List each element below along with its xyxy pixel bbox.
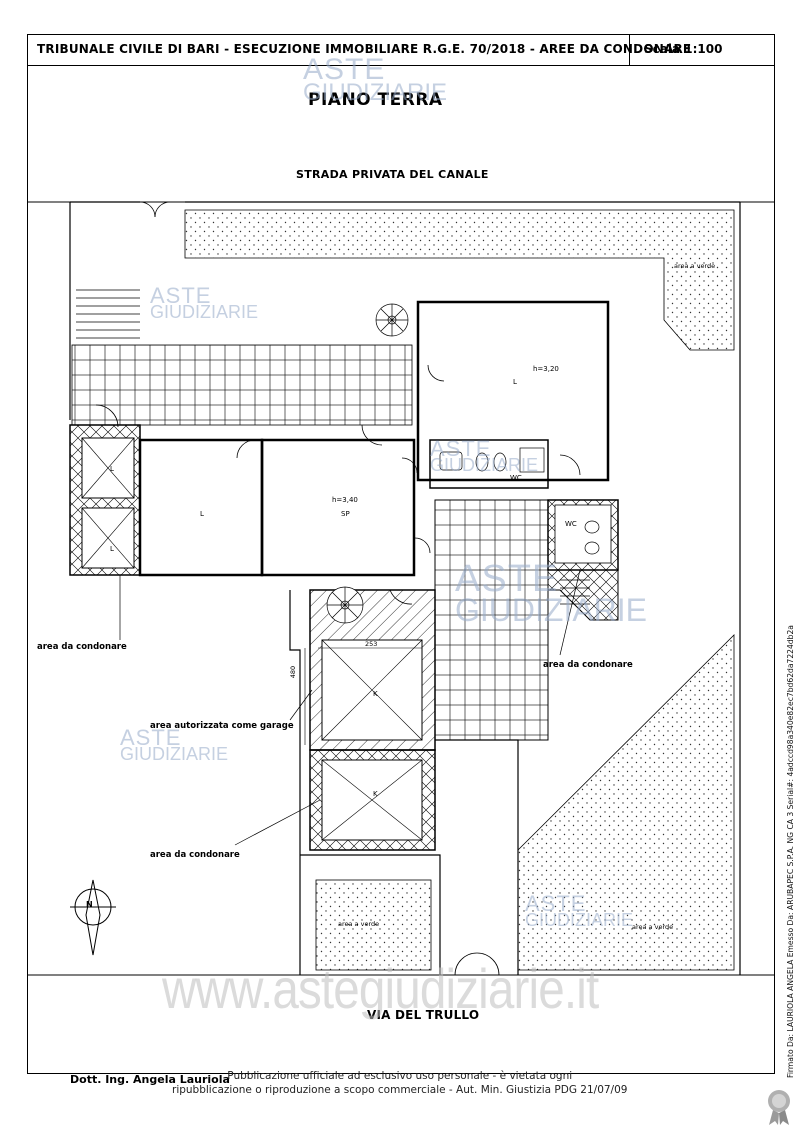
label-dim-w: 253	[365, 640, 378, 648]
dimension-lines	[304, 647, 422, 745]
tiled-corridor	[71, 344, 413, 426]
label-green-top: area a verde	[674, 262, 716, 270]
wc-fixtures	[439, 447, 600, 555]
garage-inner-diag	[321, 639, 423, 741]
room-top-right	[416, 300, 610, 482]
scale-label: Scala 1:100	[644, 42, 723, 56]
label-sp: SP	[341, 510, 350, 518]
wc-room-2-inner	[554, 504, 612, 564]
spiral-stair-bottom	[326, 586, 364, 624]
street-bottom-label: VIA DEL TRULLO	[367, 1008, 480, 1022]
room-l-middle	[138, 438, 264, 577]
publication-notice: Pubblicazione ufficiale ad esclusivo uso…	[172, 1069, 627, 1097]
door-arcs	[95, 201, 581, 976]
label-k-1: K	[373, 690, 378, 698]
label-garage: area autorizzata come garage	[150, 721, 294, 731]
label-k-2: K	[373, 790, 378, 798]
label-h320: h=3,20	[533, 365, 559, 373]
label-green-br: area a verde	[632, 923, 674, 931]
floor-title: PIANO TERRA	[308, 90, 443, 110]
scale-box: Scala 1:100	[629, 34, 775, 66]
north-arrow	[70, 879, 116, 956]
title-block: TRIBUNALE CIVILE DI BARI - ESECUZIONE IM…	[27, 34, 775, 66]
label-h340: h=3,40	[332, 496, 358, 504]
left-box-diag	[81, 437, 135, 569]
garden-top	[184, 209, 735, 351]
label-wc-1: WC	[510, 474, 522, 482]
notice-line-1: Pubblicazione ufficiale ad esclusivo uso…	[227, 1070, 573, 1082]
condone-right-area	[547, 569, 619, 621]
wc-room-1	[429, 439, 549, 489]
stairs-right	[560, 579, 590, 605]
garden-bottom-left	[315, 879, 432, 971]
tiled-patio	[434, 499, 549, 741]
label-condone-bottom: area da condonare	[150, 850, 240, 860]
leader-lines	[119, 569, 581, 846]
boundary-walls	[69, 201, 741, 975]
drawing-frame	[27, 34, 775, 1074]
street-top-label: STRADA PRIVATA DEL CANALE	[296, 168, 489, 181]
spiral-stair-top	[375, 303, 409, 337]
room-sp	[260, 438, 416, 577]
label-north: N	[86, 900, 93, 909]
website-watermark: www.astegiudiziarie.it	[162, 957, 599, 1020]
label-green-bl: area a verde	[338, 920, 380, 928]
label-l-middle: L	[200, 510, 204, 518]
notice-line-2: ripubblicazione o riproduzione a scopo c…	[172, 1084, 628, 1096]
document-title: TRIBUNALE CIVILE DI BARI - ESECUZIONE IM…	[37, 42, 692, 56]
kitchen-inner-diag	[321, 759, 423, 841]
author-name: Dott. Ing. Angela Lauriola	[70, 1073, 230, 1086]
label-condone-left: area da condonare	[37, 642, 127, 652]
label-dim-h: 480	[289, 665, 298, 679]
seal-icon	[768, 1090, 790, 1125]
label-l-top-room: L	[513, 378, 517, 386]
label-l-left-1: L	[110, 465, 114, 473]
inner-boundary	[289, 590, 519, 975]
label-wc-2: WC	[565, 520, 577, 528]
label-l-left-2: L	[110, 545, 114, 553]
digital-signature: Firmato Da: LAURIOLA ANGELA Emesso Da: A…	[786, 625, 795, 1078]
label-condone-right: area da condonare	[543, 660, 633, 670]
stairs-top-left	[76, 289, 140, 339]
